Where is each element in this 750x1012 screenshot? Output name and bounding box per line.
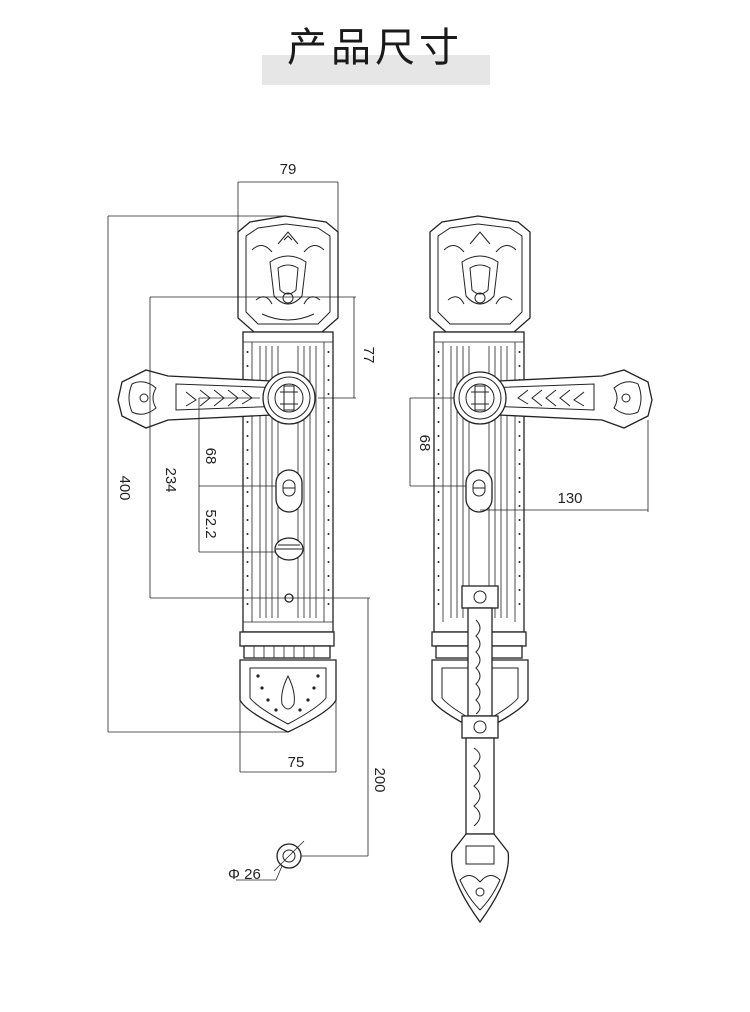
back-view bbox=[429, 215, 653, 924]
front-dimension-lines bbox=[107, 181, 370, 881]
dim-handle-to-key: 68 bbox=[202, 448, 219, 465]
back-dimension-lines bbox=[409, 397, 649, 512]
title-band bbox=[262, 55, 490, 85]
dim-key-to-thumb: 52.2 bbox=[202, 509, 219, 538]
front-view bbox=[117, 215, 339, 733]
rivet-dots-left bbox=[246, 351, 330, 605]
dim-back-handle-to-key: 68 bbox=[416, 435, 433, 452]
dim-top-width: 79 bbox=[280, 161, 297, 178]
dim-upper-height: 77 bbox=[360, 347, 377, 364]
dim-extra-length: 200 bbox=[371, 767, 388, 792]
dim-overall-height: 400 bbox=[116, 475, 133, 500]
dim-bottom-width: 75 bbox=[288, 754, 305, 771]
dim-handle-to-bottom: 234 bbox=[162, 467, 179, 492]
dim-cylinder-diameter: Φ 26 bbox=[228, 866, 261, 883]
page-title: 产品尺寸 bbox=[287, 25, 463, 71]
dim-handle-length: 130 bbox=[557, 490, 582, 507]
